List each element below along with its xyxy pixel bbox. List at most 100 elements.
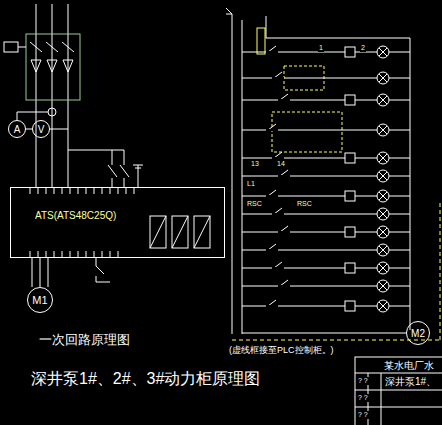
- wire-line: [381, 373, 382, 425]
- wire-line: [379, 172, 387, 180]
- terminal-label: L1: [246, 180, 256, 188]
- table-cell: ? ?: [357, 411, 369, 419]
- wire-line: [389, 214, 410, 215]
- wire-line: [134, 187, 135, 194]
- lamp-symbol: [377, 72, 389, 84]
- wire-line: [272, 77, 284, 79]
- wire-line: [389, 306, 410, 307]
- ladder-rungs: [242, 46, 410, 312]
- wire-line: [133, 165, 143, 166]
- voltmeter-symbol: V: [32, 120, 50, 138]
- wire-line: [389, 100, 410, 101]
- table-cell: 某水电厂水: [383, 360, 435, 371]
- wire-line: [38, 187, 39, 194]
- wire-line: [345, 227, 355, 237]
- wire-line: [78, 187, 79, 194]
- wire-line: [389, 130, 410, 131]
- node-label: M2: [411, 328, 425, 339]
- power-circuit: [4, 4, 210, 287]
- wire-line: [266, 129, 278, 131]
- wire-line: [62, 42, 74, 52]
- wire-line: [345, 95, 355, 105]
- terminal-label: RSC: [246, 200, 263, 208]
- wire-line: [30, 42, 42, 52]
- wire-line: [46, 251, 47, 258]
- wire-line: [135, 168, 141, 169]
- wire-line: [278, 231, 290, 233]
- wire-line: [355, 357, 442, 425]
- wire-line: [379, 210, 387, 218]
- wire-line: [272, 267, 284, 269]
- node-label: ATS(ATS48C25Q): [35, 210, 116, 221]
- lamp-symbol: [377, 124, 389, 136]
- wire-line: [345, 301, 355, 311]
- wire-line: [272, 213, 284, 215]
- wire-line: [62, 187, 63, 194]
- wire-line: [86, 251, 87, 258]
- control-circuit: [226, 8, 440, 340]
- wire-line: [54, 251, 55, 258]
- wire-line: [46, 42, 58, 52]
- wire-line: [266, 305, 278, 307]
- wire-line: [17, 112, 18, 120]
- wire-line: [242, 78, 377, 79]
- wire-line: [379, 228, 387, 236]
- lamp-symbol: [377, 46, 389, 58]
- wire-line: [379, 282, 387, 290]
- wire-line: [389, 196, 410, 197]
- motor-symbol: M2: [406, 321, 430, 345]
- wire-line: [379, 96, 387, 104]
- wire-line: [94, 251, 95, 258]
- wire-line: [379, 48, 387, 56]
- terminal-label: 14: [276, 160, 286, 168]
- wire-line: [126, 187, 127, 194]
- note-text: (虚线框接至PLC控制柜。): [228, 346, 335, 356]
- wire-line: [17, 112, 48, 113]
- wire-line: [278, 99, 290, 101]
- wire-line: [345, 191, 355, 201]
- table-cell: ? ?: [357, 377, 369, 385]
- terminal-label: 1: [318, 44, 324, 52]
- wire-line: [389, 232, 410, 233]
- wire-line: [102, 251, 103, 258]
- wire-line: [78, 251, 79, 258]
- table-cell: 深井泵1#、: [384, 376, 437, 387]
- lamp-symbol: [377, 170, 389, 182]
- wire-line: [242, 176, 377, 177]
- terminal-label: 2: [360, 44, 366, 52]
- wire-line: [272, 157, 284, 159]
- breaker-body: [26, 34, 80, 100]
- wire-line: [242, 268, 377, 269]
- wire-line: [232, 14, 233, 334]
- lamp-symbol: [377, 262, 389, 274]
- wire-line: [257, 28, 265, 54]
- wire-line: [379, 264, 387, 272]
- wire-line: [70, 187, 71, 194]
- node-label: M1: [32, 294, 47, 306]
- wire-line: [38, 251, 39, 258]
- wire-line: [242, 286, 377, 287]
- wire-line: [242, 333, 406, 334]
- relay-output: [150, 216, 210, 248]
- dashed-box: [272, 112, 342, 152]
- terminal-pins: [30, 187, 134, 258]
- motor-symbol: M1: [27, 287, 53, 313]
- wire-line: [389, 78, 410, 79]
- wire-line: [54, 187, 55, 194]
- plc-boundary: [232, 200, 440, 340]
- motor-feeder: [40, 258, 41, 287]
- note-text: 一次回路原理图: [38, 333, 131, 347]
- wire-line: [389, 268, 410, 269]
- wire-line: [278, 285, 290, 287]
- wire-line: [379, 74, 387, 82]
- supply-line: [226, 8, 410, 330]
- wire-line: [379, 126, 387, 134]
- wire-line: [379, 246, 387, 254]
- wire-line: [30, 187, 31, 194]
- wire-line: [30, 251, 31, 258]
- lamp-symbol: [377, 190, 389, 202]
- wire-line: [242, 250, 377, 251]
- wire-line: [242, 20, 243, 334]
- wire-line: [345, 47, 355, 57]
- wire-line: [86, 187, 87, 194]
